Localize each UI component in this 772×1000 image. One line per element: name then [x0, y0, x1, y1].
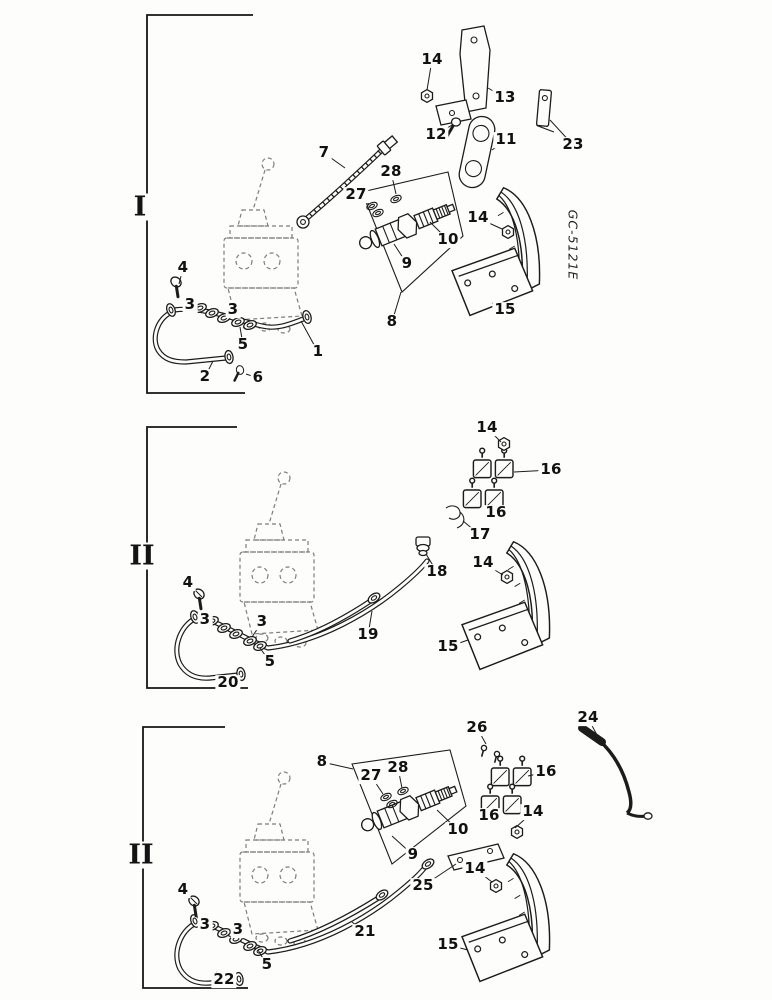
- section-2-bracket: [146, 426, 248, 689]
- pipe-connector: [415, 536, 431, 557]
- bolt: [163, 273, 189, 299]
- hose-end-fitting: [376, 135, 399, 156]
- valve-cartridge: [357, 778, 461, 838]
- nut: [501, 224, 515, 240]
- hand-lever: [578, 724, 653, 820]
- section-3-numeral: II: [125, 841, 157, 869]
- bolt: [181, 892, 207, 918]
- pipe-clamp-pair: [490, 755, 532, 787]
- support-bracket-fender: [451, 187, 541, 317]
- kit-outline: [361, 171, 464, 293]
- nut: [420, 88, 434, 104]
- drawing-code: GC-5121E: [565, 209, 581, 281]
- pipe-clamp-pair: [472, 447, 514, 479]
- screw: [478, 744, 488, 759]
- leader-lines: [178, 59, 599, 981]
- control-valve-ghost: [223, 157, 303, 334]
- nut: [510, 824, 524, 840]
- support-bracket-fender: [461, 541, 551, 671]
- bolt: [229, 363, 247, 382]
- pipe-clamp-pair: [462, 477, 504, 509]
- pipe-end-fitting: [233, 971, 245, 987]
- section-3-art: [174, 724, 653, 987]
- banjo-fitting: [296, 215, 310, 229]
- support-bracket-fender: [461, 853, 551, 983]
- kit-outline: [351, 749, 467, 865]
- section-3-bracket: [142, 726, 248, 989]
- section-2-numeral: II: [126, 542, 158, 570]
- link-plate: [458, 115, 496, 189]
- nut: [497, 436, 511, 452]
- o-ring: [389, 193, 403, 205]
- mounting-bracket: [435, 25, 491, 126]
- control-valve-ghost: [239, 771, 319, 948]
- pipe-end-fitting: [300, 309, 314, 325]
- bolt: [186, 585, 212, 611]
- section-1-bracket: [146, 14, 253, 394]
- section-1-numeral: I: [130, 193, 150, 221]
- pipe-end-fitting: [235, 666, 247, 682]
- retainer-clip: [445, 505, 465, 529]
- valve-cartridge: [355, 196, 459, 256]
- strap-bracket: [535, 89, 555, 133]
- nut: [500, 569, 514, 585]
- pipe-end-fitting: [223, 349, 235, 365]
- pipe-clamp-pair: [480, 783, 522, 815]
- control-valve-ghost: [239, 471, 319, 648]
- mounting-plate: [447, 843, 505, 871]
- section-2-art: [174, 436, 551, 682]
- o-ring: [396, 785, 410, 797]
- section-1-art: [152, 25, 555, 382]
